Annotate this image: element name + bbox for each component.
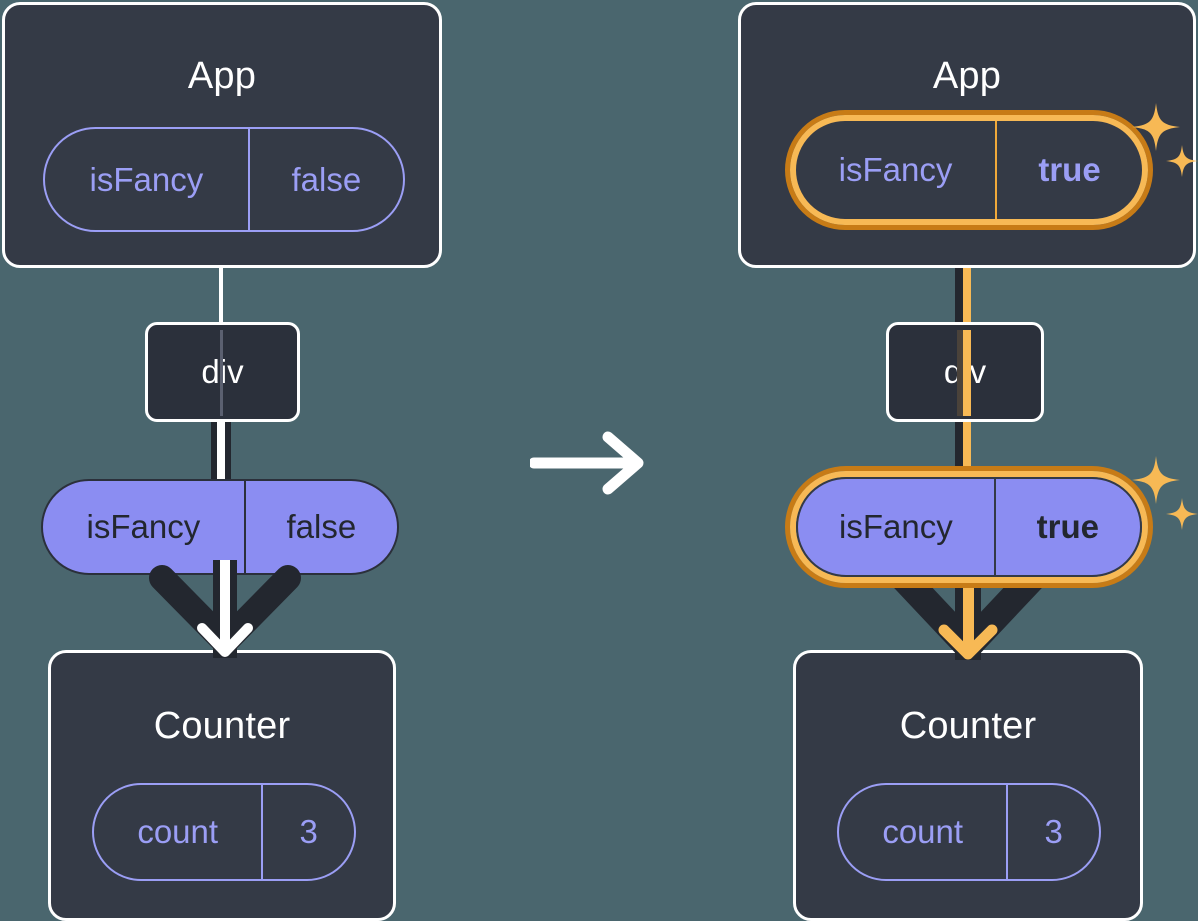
before-app-card: App isFancy false [2,2,442,268]
after-app-state-pill: isFancy true [796,121,1142,219]
after-app-state-highlight-ring-inner [790,115,1148,225]
after-app-title: App [932,55,1002,97]
after-arrow-inner-stem [963,560,974,654]
after-counter-state-key: count [839,785,1009,879]
before-app-title: App [187,55,257,97]
after-line-div-to-prop [955,415,963,497]
after-counter-card: Counter count 3 [793,650,1143,921]
after-app-state-key: isFancy [796,121,997,219]
transition-arrow-right-icon [530,431,644,495]
after-prop-value: true [1036,508,1100,545]
before-counter-state-pill: count 3 [92,783,356,881]
after-arrow-inner-head [938,624,998,660]
after-app-state-value: true [1038,151,1101,188]
before-app-state-key: isFancy [45,129,250,230]
before-arrow-inner-head [197,623,253,657]
before-arrow-inner-stem [220,560,230,652]
after-panel: App isFancy true div isFancy true [700,0,1198,921]
after-line-app-to-div-core [963,222,971,330]
before-prop-key: isFancy [43,481,246,573]
before-line-div-to-prop-2 [225,415,231,495]
after-prop-key: isFancy [798,479,996,575]
before-line-app-to-div [219,256,223,326]
after-app-state-highlight-ring [785,110,1153,230]
before-counter-state-value: 3 [299,813,318,850]
after-counter-state-value: 3 [1044,813,1063,850]
after-counter-title: Counter [899,705,1037,747]
before-app-state-value: false [291,160,362,198]
before-counter-card: Counter count 3 [48,650,396,921]
after-prop-highlight-ring [785,466,1153,588]
before-counter-state-key: count [94,785,264,879]
before-app-state-pill: isFancy false [43,127,405,232]
before-line-div-to-prop [211,415,217,495]
before-line-div-to-prop-core [217,415,225,495]
after-line-div-to-prop-core [963,415,971,497]
before-prop-value: false [286,508,357,545]
after-line-through-div-core [963,330,971,416]
after-prop-highlight-ring-inner [790,471,1148,583]
after-counter-state-pill: count 3 [837,783,1101,881]
before-arrow-to-counter [149,560,301,658]
before-line-through-div [220,330,223,416]
after-prop-pill: isFancy true [796,477,1142,577]
before-counter-title: Counter [153,705,291,747]
after-line-app-to-div-left [955,222,963,330]
after-line-through-div [957,330,963,416]
before-panel: App isFancy false div isFancy false [0,0,500,921]
